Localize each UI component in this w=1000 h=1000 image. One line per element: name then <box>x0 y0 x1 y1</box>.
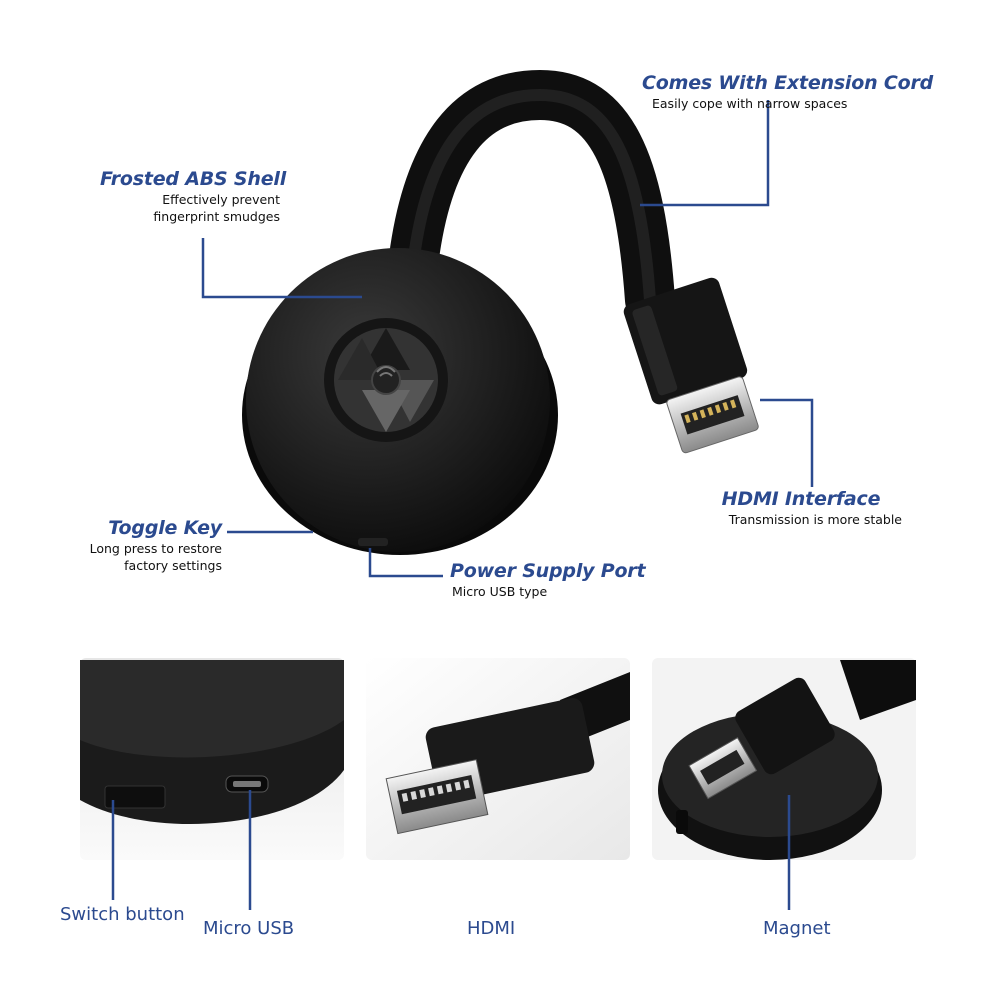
callout-shell-title: Frosted ABS Shell <box>100 168 287 190</box>
panel-magnet <box>652 658 916 860</box>
callout-extension-title: Comes With Extension Cord <box>642 72 934 94</box>
callout-toggle-title: Toggle Key <box>108 517 222 539</box>
label-magnet: Magnet <box>763 918 831 939</box>
callout-shell-desc-2: fingerprint smudges <box>153 209 280 224</box>
callout-frosted-shell: Frosted ABS Shell Effectively prevent fi… <box>100 168 287 226</box>
callout-extension-desc: Easily cope with narrow spaces <box>652 96 848 111</box>
callout-power-desc: Micro USB type <box>452 584 548 599</box>
callout-lines <box>201 100 814 578</box>
label-micro-usb: Micro USB <box>203 918 295 939</box>
callout-hdmi-title: HDMI Interface <box>721 488 881 510</box>
callout-extension-cord: Comes With Extension Cord Easily cope wi… <box>642 72 933 113</box>
callout-power-port: Power Supply Port Micro USB type <box>450 560 646 601</box>
dongle-disc <box>242 248 558 555</box>
panel-switch-usb <box>80 658 344 860</box>
callout-hdmi-desc: Transmission is more stable <box>728 512 902 527</box>
bottom-label-lines <box>111 790 791 910</box>
callout-toggle-desc-2: factory settings <box>124 558 222 573</box>
hdmi-plug <box>623 277 759 454</box>
callout-hdmi-interface: HDMI Interface Transmission is more stab… <box>700 488 902 529</box>
callout-shell-desc-1: Effectively prevent <box>162 192 280 207</box>
panel-hdmi <box>366 658 630 860</box>
label-switch-button: Switch button <box>60 904 185 925</box>
extension-cable <box>390 69 675 325</box>
callout-toggle-key: Toggle Key Long press to restore factory… <box>70 517 223 575</box>
callout-toggle-desc-1: Long press to restore <box>89 541 222 556</box>
camera-shutter-icon <box>338 328 434 432</box>
label-hdmi: HDMI <box>467 918 516 939</box>
callout-power-title: Power Supply Port <box>450 560 646 582</box>
